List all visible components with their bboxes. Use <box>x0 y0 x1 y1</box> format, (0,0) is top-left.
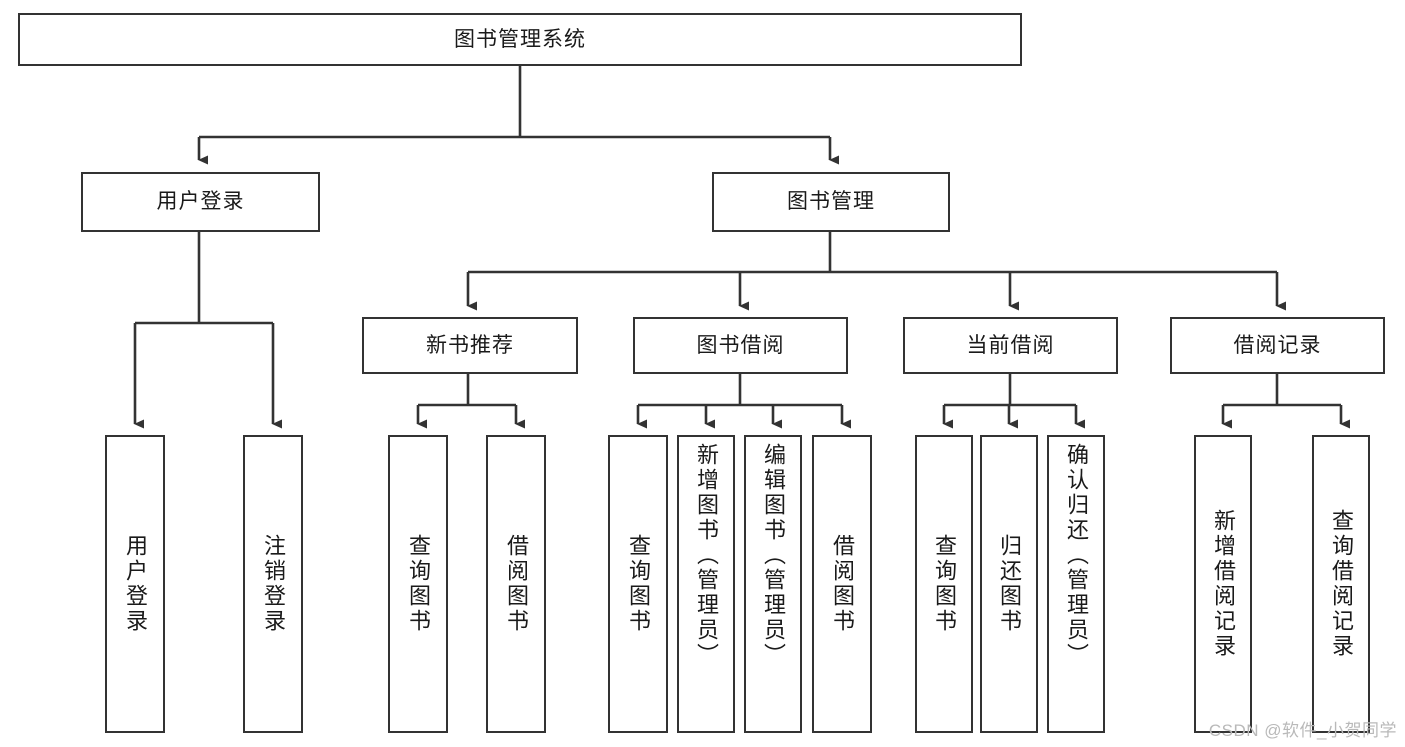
node-label: 当前借阅 <box>966 333 1055 357</box>
node-leaf-logout-login[interactable]: 注销登录 <box>243 435 303 733</box>
node-label: 确认归还（管理员） <box>1064 443 1089 668</box>
node-label: 归还图书 <box>997 534 1022 634</box>
node-label: 新增图书（管理员） <box>694 443 719 668</box>
node-leaf-add-book[interactable]: 新增图书（管理员） <box>677 435 735 733</box>
node-current-borrow[interactable]: 当前借阅 <box>903 317 1118 374</box>
node-leaf-borrow-book-2[interactable]: 借阅图书 <box>812 435 872 733</box>
node-label: 用户登录 <box>123 534 148 634</box>
node-root-system[interactable]: 图书管理系统 <box>18 13 1022 66</box>
node-label: 查询图书 <box>406 534 431 634</box>
node-leaf-query-record[interactable]: 查询借阅记录 <box>1312 435 1370 733</box>
node-leaf-confirm-return[interactable]: 确认归还（管理员） <box>1047 435 1105 733</box>
node-book-borrow[interactable]: 图书借阅 <box>633 317 848 374</box>
node-label: 编辑图书（管理员） <box>761 443 786 668</box>
node-new-book-recommend[interactable]: 新书推荐 <box>362 317 578 374</box>
node-label: 查询图书 <box>626 534 651 634</box>
node-leaf-add-record[interactable]: 新增借阅记录 <box>1194 435 1252 733</box>
node-label: 注销登录 <box>261 534 286 634</box>
node-label: 图书借阅 <box>696 333 785 357</box>
node-label: 借阅记录 <box>1233 333 1322 357</box>
node-leaf-edit-book[interactable]: 编辑图书（管理员） <box>744 435 802 733</box>
node-label: 图书管理系统 <box>454 27 586 51</box>
node-book-management[interactable]: 图书管理 <box>712 172 950 232</box>
node-user-login[interactable]: 用户登录 <box>81 172 320 232</box>
node-borrow-record[interactable]: 借阅记录 <box>1170 317 1385 374</box>
node-leaf-borrow-book-1[interactable]: 借阅图书 <box>486 435 546 733</box>
node-label: 图书管理 <box>787 190 875 214</box>
node-label: 借阅图书 <box>830 534 855 634</box>
node-label: 借阅图书 <box>504 534 529 634</box>
node-leaf-query-book-1[interactable]: 查询图书 <box>388 435 448 733</box>
node-label: 查询借阅记录 <box>1329 509 1354 659</box>
node-leaf-query-book-3[interactable]: 查询图书 <box>915 435 973 733</box>
node-label: 新书推荐 <box>426 333 514 357</box>
node-leaf-return-book[interactable]: 归还图书 <box>980 435 1038 733</box>
csdn-watermark: CSDN @软件_小贺同学 <box>1208 721 1397 740</box>
node-label: 新增借阅记录 <box>1211 509 1236 659</box>
node-label: 用户登录 <box>156 190 245 214</box>
node-label: 查询图书 <box>932 534 957 634</box>
node-leaf-query-book-2[interactable]: 查询图书 <box>608 435 668 733</box>
node-leaf-user-login[interactable]: 用户登录 <box>105 435 165 733</box>
